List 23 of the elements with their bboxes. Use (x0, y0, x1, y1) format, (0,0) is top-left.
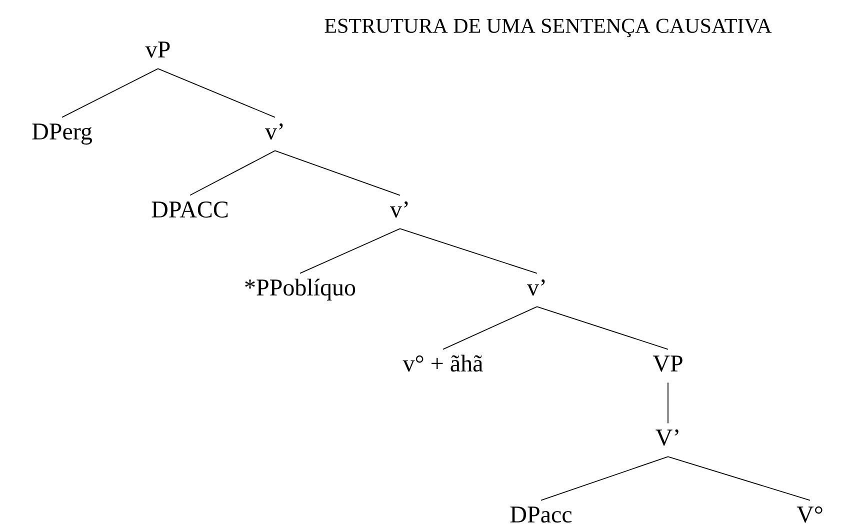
tree-label: DPACC (152, 202, 228, 218)
tree-branch (274, 150, 400, 196)
tree-label: v’ (390, 201, 408, 218)
tree-branch (158, 68, 276, 118)
tree-label: v’ (265, 123, 283, 140)
tree-branch (400, 228, 538, 274)
tree-label: VP (652, 356, 682, 372)
tree-label: DPerg (32, 124, 92, 145)
tree-branch (442, 306, 538, 350)
tree-branch (190, 150, 276, 196)
tree-label: *PPoblíquo (245, 278, 356, 300)
tree-branch (540, 456, 668, 501)
tree-label: v° + ãhã (402, 354, 483, 372)
tree-branch (300, 228, 400, 274)
tree-label: v’ (527, 279, 545, 296)
tree-branch (668, 456, 810, 501)
tree-branch (536, 306, 668, 350)
tree-label: vP (145, 42, 170, 58)
tree-label: DPacc (510, 506, 572, 523)
tree-label: V’ (656, 429, 678, 446)
title: ESTRUTURA DE UMA SENTENÇA CAUSATIVA (324, 18, 772, 38)
tree-branch (62, 68, 158, 118)
tree-label: V° (796, 506, 822, 523)
